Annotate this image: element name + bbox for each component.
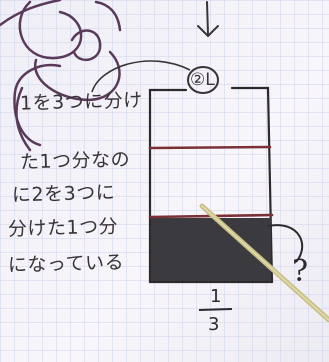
connector-curve (91, 60, 191, 93)
note-line-5: になっている (7, 251, 125, 277)
note-line-2: た1つ分なの (19, 148, 131, 174)
doodle-swirls (0, 0, 122, 152)
note-line-3: に2を3つに (11, 181, 116, 207)
fraction-denominator: 3 (208, 314, 220, 335)
note-line-4: 分けた1つ分 (7, 215, 119, 241)
note-line-1: 1を3つに分け (19, 89, 143, 115)
amount-label: ②L (190, 70, 215, 90)
question-mark: ? (292, 254, 309, 289)
amount-circle (187, 66, 219, 94)
bracket-hook (267, 224, 304, 263)
down-arrow-icon (197, 1, 219, 38)
fraction-numerator: 1 (210, 286, 222, 307)
fraction-bar (198, 308, 233, 311)
